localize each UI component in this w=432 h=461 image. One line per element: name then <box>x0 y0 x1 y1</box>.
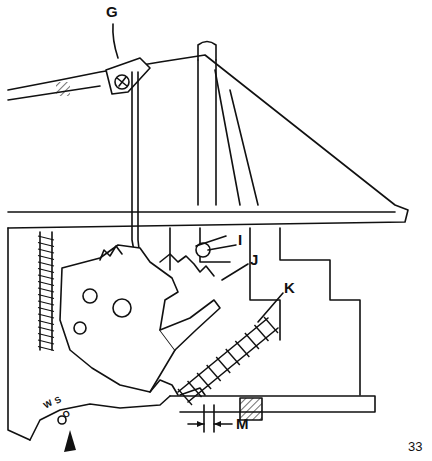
spring-coil <box>38 249 54 253</box>
callout-letter: G <box>106 4 118 19</box>
spring-coil <box>38 334 54 338</box>
screw-thread <box>264 317 278 333</box>
stamped-mark: S <box>53 395 63 406</box>
callout-letter: K <box>284 280 295 295</box>
spring-coil <box>38 269 54 273</box>
callout-letter: J <box>250 252 258 267</box>
spring-coil <box>38 347 54 351</box>
spring-coil <box>38 340 54 344</box>
spring-coil <box>38 282 54 286</box>
screw-thread <box>207 365 221 381</box>
spring-coil <box>38 314 54 318</box>
screw-thread <box>216 357 230 373</box>
figure-number: 33 <box>408 440 422 453</box>
stamped-mark: W <box>42 398 54 410</box>
spring-coil <box>38 327 54 331</box>
spring-coil <box>38 256 54 260</box>
spring-coil <box>38 301 54 305</box>
screw-thread <box>197 373 211 389</box>
spring-coil <box>38 295 54 299</box>
spring-coil <box>38 236 54 240</box>
screw-thread <box>178 389 192 405</box>
callout-letter: I <box>238 232 242 247</box>
spring-coil <box>38 243 54 247</box>
spring-coil <box>38 262 54 266</box>
screw-thread <box>245 333 259 349</box>
stamped-mark: O <box>61 409 72 420</box>
spring-coil <box>38 321 54 325</box>
screw-thread <box>188 381 202 397</box>
spring-coil <box>38 275 54 279</box>
screw-thread <box>254 325 268 341</box>
dimension-letter: M <box>236 416 249 431</box>
spring-coil <box>38 308 54 312</box>
screw-thread <box>235 341 249 357</box>
spring-coil <box>38 288 54 292</box>
screw-thread <box>226 349 240 365</box>
